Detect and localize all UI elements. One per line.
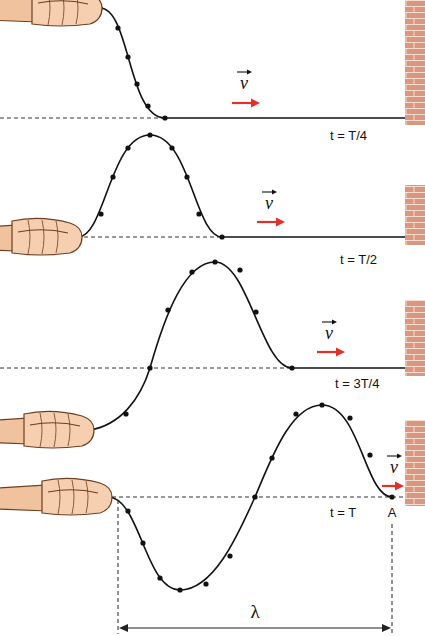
dimension-arrowhead <box>382 624 391 632</box>
brick-wall <box>405 300 425 376</box>
rope-dot <box>125 54 130 59</box>
rope-dot <box>177 587 182 592</box>
velocity-label: v <box>390 458 398 477</box>
rope-dot <box>147 365 152 370</box>
velocity-arrow <box>232 102 252 104</box>
dimension-line <box>118 500 119 634</box>
velocity-arrows <box>232 99 404 491</box>
rope-dot <box>252 494 257 499</box>
velocity-arrow <box>257 221 277 223</box>
time-label: t = T/4 <box>330 128 367 143</box>
velocity-arrowhead <box>395 482 404 491</box>
rope-dot <box>125 145 130 150</box>
wavelength-label: λ <box>248 602 261 622</box>
velocity-label: v <box>240 74 248 93</box>
rope <box>100 8 405 118</box>
rope <box>78 135 405 237</box>
velocity-label: v <box>325 324 333 343</box>
rope-dot <box>269 455 274 460</box>
rope-dot <box>253 309 258 314</box>
rope-dot <box>319 402 324 407</box>
rope-dot <box>110 174 115 179</box>
rope-dot <box>98 211 103 216</box>
rope-dot <box>347 415 352 420</box>
rope-dot <box>203 581 208 586</box>
time-label: t = T/2 <box>340 252 377 267</box>
velocity-arrow <box>317 351 337 353</box>
rope-dot <box>227 553 232 558</box>
hand <box>0 478 112 515</box>
dimension-arrowhead <box>119 624 128 632</box>
rope-dot <box>237 267 242 272</box>
rope-dot <box>125 508 130 513</box>
rope-dot <box>289 365 294 370</box>
rope <box>108 405 392 590</box>
rope-dot <box>140 540 145 545</box>
rope-dot <box>169 145 174 150</box>
rope-dot <box>165 307 170 312</box>
brick-wall <box>405 185 425 245</box>
hand <box>0 218 82 255</box>
hand <box>0 0 102 26</box>
rope-dot <box>145 103 150 108</box>
time-label: t = 3T/4 <box>335 376 379 391</box>
rope-dots <box>75 5 394 592</box>
rest-line <box>0 368 292 369</box>
rope-dot <box>189 269 194 274</box>
rope-dot <box>134 81 139 86</box>
brick-wall <box>405 0 425 125</box>
rope-dot <box>389 494 394 499</box>
brick-wall <box>405 420 425 506</box>
point-label: A <box>388 505 397 520</box>
rope-dot <box>219 234 224 239</box>
rope-dot <box>212 259 217 264</box>
vector-marks <box>237 70 402 459</box>
rope-dot <box>147 132 152 137</box>
rope-dot <box>293 411 298 416</box>
rope-dot <box>157 575 162 580</box>
rope-dot <box>196 211 201 216</box>
velocity-arrowhead <box>276 218 285 227</box>
rope-dot <box>123 411 128 416</box>
rope-dot <box>162 115 167 120</box>
rope-dot <box>184 174 189 179</box>
dimension-arrow <box>126 627 384 628</box>
rope-dot <box>367 452 372 457</box>
velocity-label: v <box>265 194 273 213</box>
velocity-arrowhead <box>336 348 345 357</box>
velocity-arrowhead <box>251 99 260 108</box>
rope <box>90 262 405 430</box>
rest-line <box>0 118 165 119</box>
time-label: t = T <box>330 505 356 520</box>
velocity-arrow <box>382 485 396 487</box>
dimension-line <box>392 524 393 634</box>
rope-dot <box>115 25 120 30</box>
hand <box>0 411 94 448</box>
